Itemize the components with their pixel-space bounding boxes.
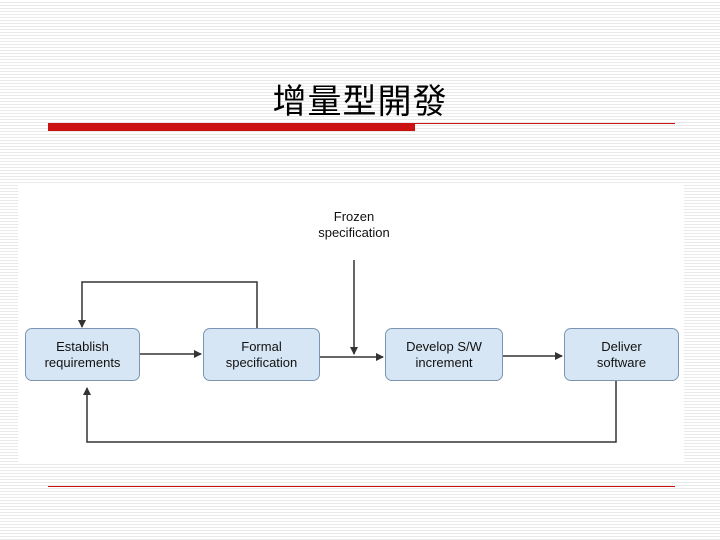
slide-title: 增量型開發 [272, 82, 448, 122]
loop-deliver-to-establish [83, 381, 617, 443]
loop-formal-to-establish [78, 281, 258, 328]
footer-rule [48, 486, 675, 487]
title-accent-bar [48, 123, 415, 131]
diagram-connectors [78, 260, 617, 443]
